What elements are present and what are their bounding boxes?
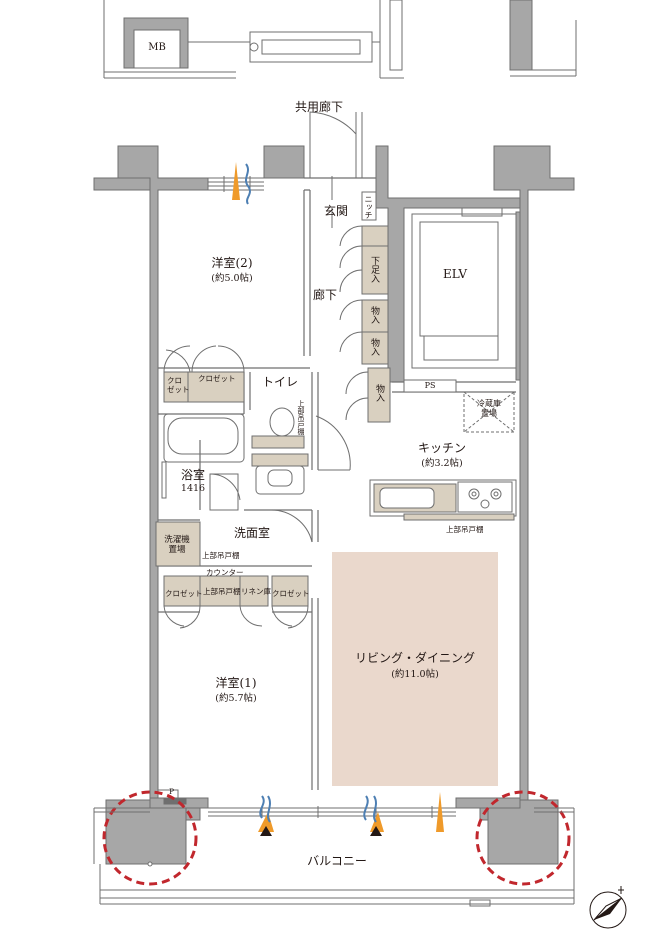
toilet-fixture <box>251 407 351 471</box>
entry-storage-doors <box>331 176 369 421</box>
north-arrow-icon <box>589 886 627 929</box>
shoe-storage-label: 下足入 <box>369 256 379 283</box>
fridge-label: 冷蔵庫 置場 <box>477 399 501 418</box>
upper-cabinet-room1: 上部吊戸棚 <box>203 587 241 596</box>
living-floor <box>332 552 498 786</box>
storage-label-3: 物入 <box>374 384 384 402</box>
storage-label-1: 物入 <box>369 306 379 324</box>
closets-room1 <box>163 575 309 629</box>
closet-short-label: クロ ゼット <box>167 376 190 394</box>
upper-cabinet-kitchen: 上部吊戸棚 <box>446 525 484 534</box>
kitchen-label: キッチン <box>417 441 467 455</box>
counter-label: カウンター <box>206 568 244 577</box>
ps-label: PS <box>424 381 436 390</box>
washroom-door <box>269 509 313 543</box>
balcony-rail <box>99 861 575 907</box>
common-corridor-label: 共用廊下 <box>294 100 344 114</box>
sunlight-icon <box>260 826 382 836</box>
living-label: リビング・ダイニング <box>354 651 476 665</box>
fridge-space <box>463 391 515 433</box>
room1-label: 洋室(1) <box>215 676 257 690</box>
entrance-label: 玄関 <box>323 204 349 218</box>
bath-label: 浴室 <box>180 468 206 482</box>
structural-walls <box>93 145 575 865</box>
kitchen-counter <box>369 479 517 521</box>
upper-cabinet-toilet: 上部吊戸棚 <box>297 400 305 435</box>
hallway-label: 廊下 <box>312 288 338 302</box>
room2-size: (約5.0帖) <box>211 273 253 284</box>
pipe-space <box>157 789 187 805</box>
living-size: (約11.0帖) <box>391 669 439 680</box>
bathtub <box>161 413 245 511</box>
bath-size: 1416 <box>180 483 206 494</box>
room2-label: 洋室(2) <box>211 256 253 270</box>
toilet-label: トイレ <box>261 375 299 389</box>
right-walls <box>534 807 575 864</box>
top-structures <box>103 0 577 79</box>
niche-label: ニッチ <box>364 195 373 219</box>
marker-circles <box>102 790 571 886</box>
washer-label: 洗濯機 置場 <box>164 535 190 556</box>
elevator-shaft <box>411 207 517 369</box>
storage-label-2: 物入 <box>369 338 379 356</box>
balcony-sash <box>208 806 456 818</box>
ps-space <box>403 379 457 393</box>
vanity <box>251 453 309 495</box>
gas-burner-icon <box>468 488 502 509</box>
upper-cabinet-washer: 上部吊戸棚 <box>202 551 240 560</box>
closet-room2-label: クロゼット <box>198 374 236 383</box>
entrance-door <box>309 111 363 178</box>
balcony-label: バルコニー <box>307 854 367 868</box>
washer-space <box>155 521 201 567</box>
room1-size: (約5.7帖) <box>215 693 257 704</box>
left-walls <box>93 807 150 864</box>
washroom-label: 洗面室 <box>233 526 271 540</box>
elv-label: ELV <box>443 267 467 281</box>
linen-label: リネン庫 <box>241 587 271 596</box>
kitchen-size: (約3.2帖) <box>421 458 463 469</box>
ventilation-icon <box>232 162 444 832</box>
closet-room2 <box>163 345 245 403</box>
mb-label: MB <box>148 42 166 53</box>
closet-room1-left: クロゼット <box>165 589 203 598</box>
p-label: P <box>169 787 175 796</box>
closet-room1-right: クロゼット <box>272 589 310 598</box>
